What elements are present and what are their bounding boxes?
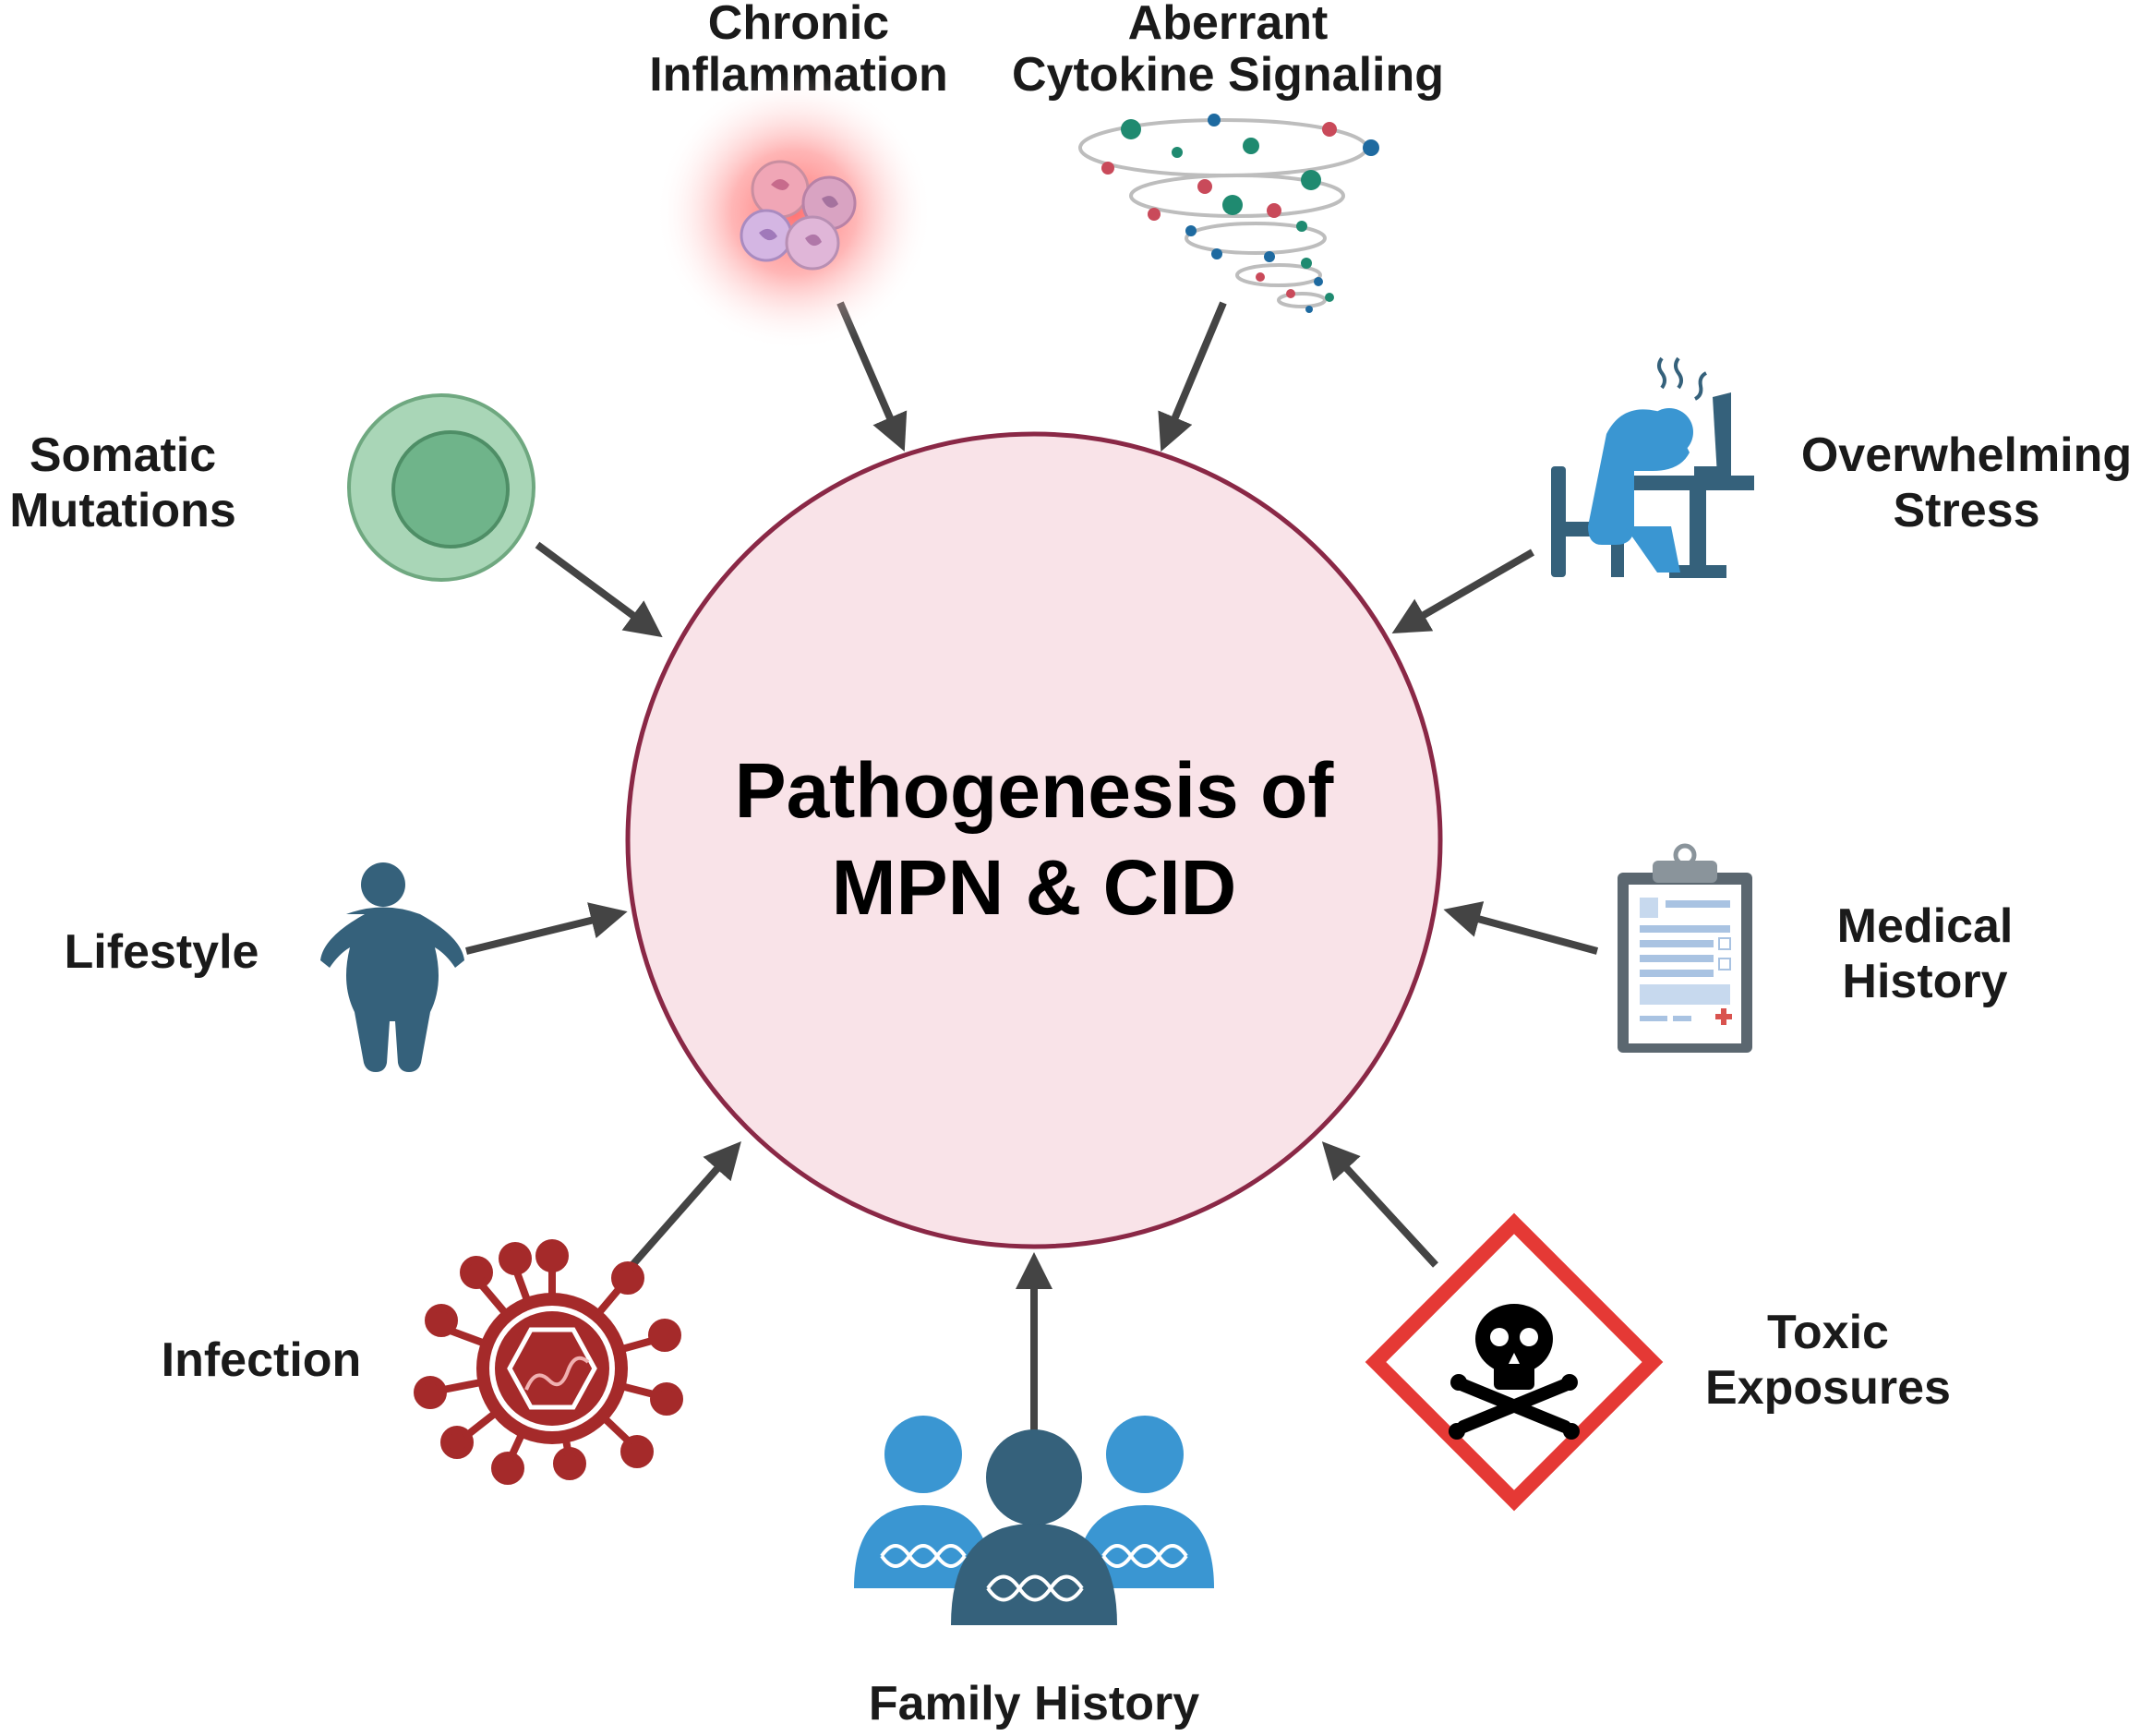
label-cytokine-line1: Aberrant [1128, 0, 1329, 50]
stressed-person-at-desk-icon [1551, 356, 1754, 578]
label-stress-line2: Stress [1894, 484, 2040, 537]
arrow-cytokine [1158, 301, 1227, 452]
label-medical-line1: Medical [1837, 899, 2014, 953]
label-infection: Infection [162, 1333, 362, 1387]
label-family: Family History [869, 1677, 1199, 1730]
center-title-line2: MPN & CID [832, 844, 1237, 931]
medical-record-clipboard-icon [1618, 843, 1752, 1053]
toxic-hazard-skull-icon [1365, 1212, 1664, 1512]
center-title-line1: Pathogenesis of [735, 747, 1335, 834]
arrow-infection [629, 1140, 741, 1268]
arrow-stress [1391, 549, 1535, 634]
cytokine-storm-icon [1078, 114, 1379, 313]
label-cytokine-line2: Cytokine Signaling [1012, 48, 1444, 102]
label-toxic-line1: Toxic [1767, 1306, 1889, 1359]
label-somatic-line2: Mutations [9, 484, 236, 537]
label-somatic-line1: Somatic [30, 428, 216, 482]
label-toxic-line2: Exposures [1705, 1361, 1951, 1415]
mutated-cell-icon [347, 393, 535, 582]
arrow-toxic [1321, 1141, 1438, 1268]
virus-icon [414, 1239, 683, 1485]
label-chronic-inflammation-line1: Chronic [708, 0, 889, 50]
center-circle [625, 431, 1443, 1249]
label-stress-line1: Overwhelming [1801, 428, 2132, 482]
inflamed-cells-icon [656, 74, 932, 351]
family-dna-people-icon [854, 1416, 1214, 1625]
arrow-somatic [535, 541, 663, 638]
obese-person-icon [320, 862, 464, 1072]
arrow-medical [1443, 901, 1599, 955]
label-medical-line2: History [1842, 955, 2007, 1008]
arrows [465, 301, 1599, 1436]
arrow-lifestyle [465, 902, 628, 955]
label-lifestyle: Lifestyle [65, 925, 259, 979]
